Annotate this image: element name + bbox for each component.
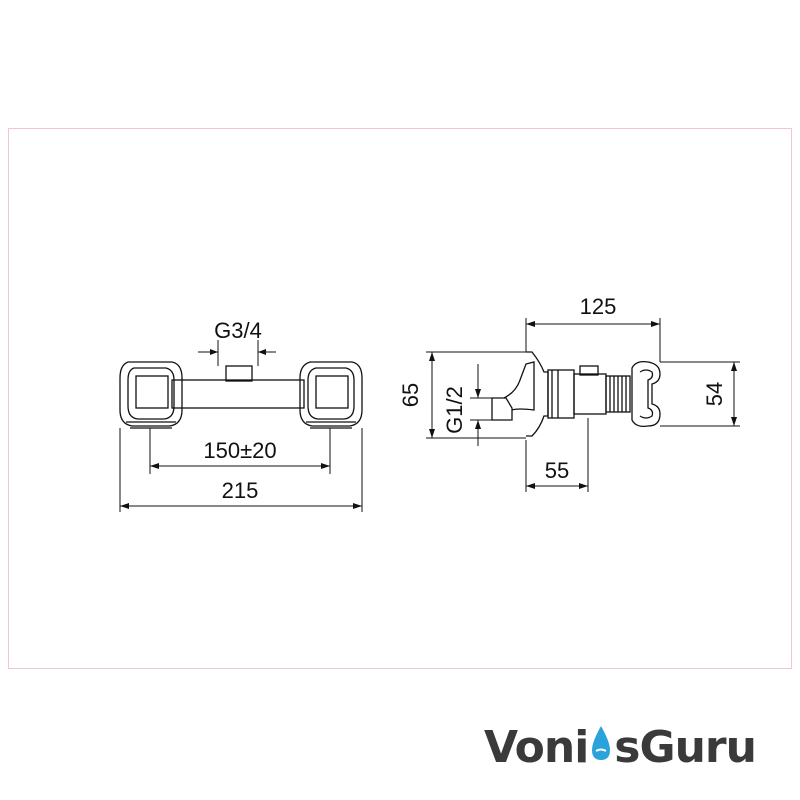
right-handle <box>299 361 363 429</box>
side-dimensions <box>426 318 740 492</box>
escutcheon <box>526 351 549 437</box>
watermark-logo: Voni sGuru <box>484 722 757 782</box>
brand-text-part2: sGuru <box>614 722 757 773</box>
outlet-thread-label: G1/2 <box>442 386 467 434</box>
top-stub <box>579 365 599 376</box>
front-dimensions <box>119 340 363 512</box>
inlet-stub <box>225 365 253 382</box>
side-view <box>491 351 661 437</box>
front-view <box>119 361 363 429</box>
height-total-label: 65 <box>398 383 423 407</box>
mixer-body <box>171 379 305 409</box>
depth-label: 125 <box>580 294 617 319</box>
knurled-ring <box>605 375 631 413</box>
water-drop-icon <box>588 724 614 775</box>
drawing-frame <box>8 128 792 669</box>
offset-label: 55 <box>545 458 569 483</box>
handle-side <box>631 360 661 428</box>
left-handle <box>119 361 183 429</box>
body-connector <box>573 373 607 415</box>
brand-text-part1: Voni <box>484 722 589 773</box>
outlet-spout <box>491 397 513 421</box>
inlet-thread-label: G3/4 <box>214 318 262 343</box>
overall-width-label: 215 <box>222 478 259 503</box>
handle-height-label: 54 <box>702 382 727 406</box>
center-distance-label: 150±20 <box>203 438 276 463</box>
